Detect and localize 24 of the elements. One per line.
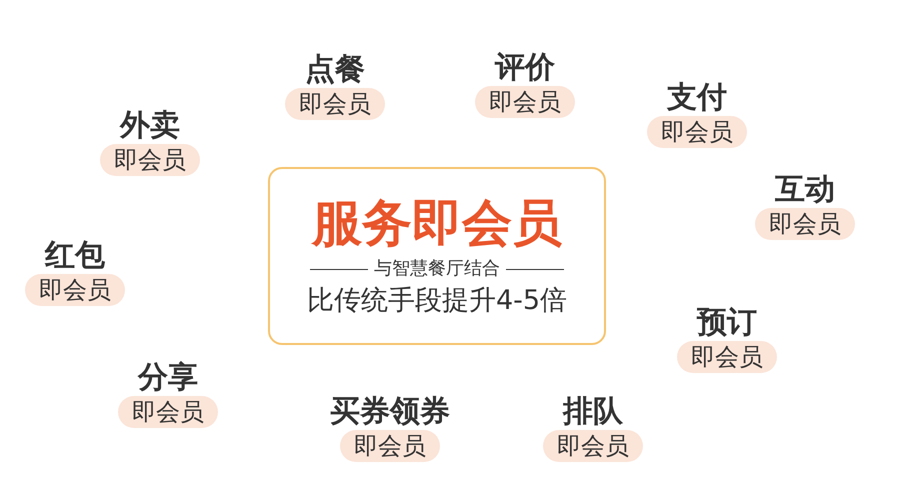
member-pill: 即会员 xyxy=(475,86,575,118)
item-heading: 支付 xyxy=(667,80,727,116)
member-pill: 即会员 xyxy=(677,341,777,373)
item-heading: 预订 xyxy=(697,305,757,341)
item-heading: 点餐 xyxy=(305,52,365,88)
member-pill: 即会员 xyxy=(755,208,855,240)
center-card xyxy=(268,167,606,345)
item-heading: 排队 xyxy=(563,394,623,430)
member-pill: 即会员 xyxy=(543,430,643,462)
item-heading: 互动 xyxy=(775,172,835,208)
item-heading: 评价 xyxy=(495,50,555,86)
member-pill: 即会员 xyxy=(25,274,125,306)
item-heading: 红包 xyxy=(45,238,105,274)
member-pill: 即会员 xyxy=(100,144,200,176)
item-heading: 买券领券 xyxy=(330,394,450,430)
card-text: 比传统手段提升4-5倍 xyxy=(306,284,568,318)
member-pill: 即会员 xyxy=(340,430,440,462)
item-heading: 分享 xyxy=(138,360,198,396)
item-heading: 外卖 xyxy=(120,108,180,144)
member-pill: 即会员 xyxy=(118,396,218,428)
member-pill: 即会员 xyxy=(285,88,385,120)
member-pill: 即会员 xyxy=(647,116,747,148)
card-subtitle: 与智慧餐厅结合 xyxy=(374,257,500,281)
card-title: 服务即会员 xyxy=(312,193,562,253)
